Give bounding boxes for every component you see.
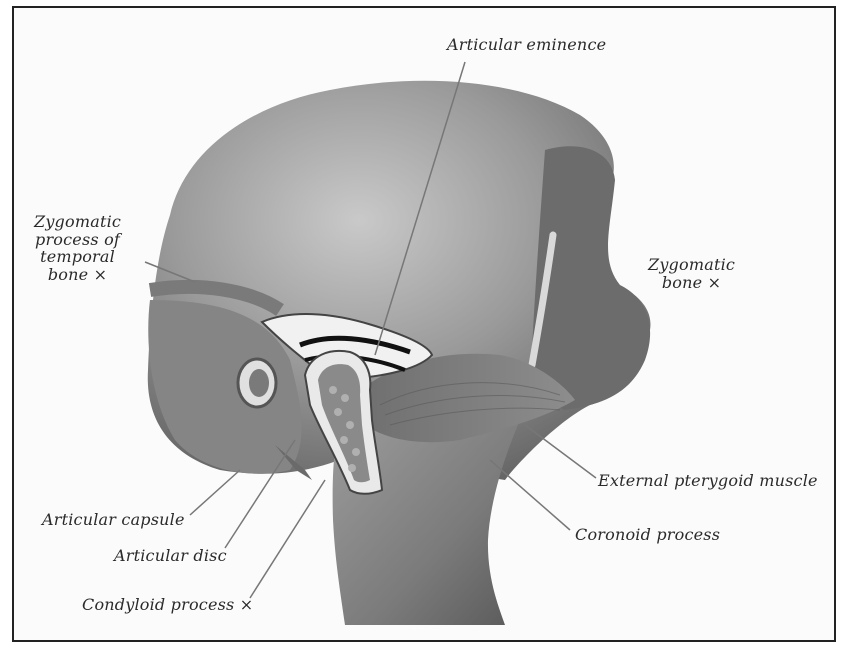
leader-coronoid-process <box>490 460 570 530</box>
leader-condyloid-process <box>250 480 325 598</box>
label-zygomatic-process: Zygomatic process of temporal bone × <box>34 213 121 283</box>
label-zygomatic-bone: Zygomatic bone × <box>648 256 735 291</box>
label-external-pterygoid-muscle: External pterygoid muscle <box>598 472 818 490</box>
label-coronoid-process: Coronoid process <box>575 526 720 544</box>
label-articular-disc: Articular disc <box>114 547 227 565</box>
label-articular-eminence: Articular eminence <box>447 36 606 54</box>
leader-articular-capsule <box>190 470 240 515</box>
label-condyloid-process: Condyloid process × <box>82 596 253 614</box>
label-articular-capsule: Articular capsule <box>42 511 185 529</box>
auditory-meatus-inner <box>249 369 269 397</box>
leader-external-pterygoid <box>525 425 596 478</box>
